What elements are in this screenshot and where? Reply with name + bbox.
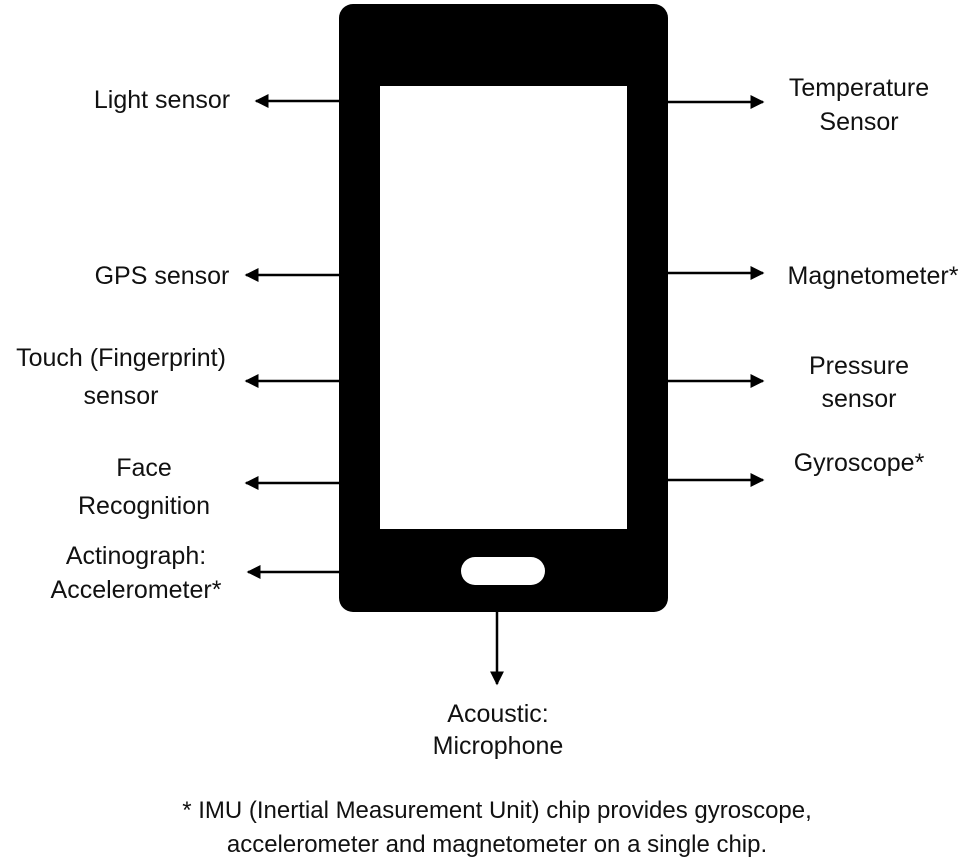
label-touch-sensor-line2: sensor [83,382,158,410]
right-arrows [668,95,765,487]
phone [339,4,668,612]
label-microphone-line2: Microphone [433,732,564,760]
label-accelerometer-line2: Accelerometer* [51,576,222,604]
footnote-line2: accelerometer and magnetometer on a sing… [227,831,767,858]
left-arrows [244,94,339,579]
phone-screen [380,86,627,529]
footnote-line1: * IMU (Inertial Measurement Unit) chip p… [182,797,812,824]
label-gyroscope: Gyroscope* [794,449,925,477]
label-accelerometer-line1: Actinograph: [66,542,206,570]
label-microphone-line1: Acoustic: [447,700,548,728]
label-face-recognition-line2: Recognition [78,492,210,520]
label-magnetometer: Magnetometer* [788,262,959,290]
label-face-recognition-line1: Face [116,454,172,482]
label-temperature-sensor-line2: Sensor [819,108,898,136]
label-light-sensor: Light sensor [94,86,230,114]
label-touch-sensor-line1: Touch (Fingerprint) [16,344,226,372]
label-pressure-sensor-line2: sensor [821,385,896,413]
label-pressure-sensor-line1: Pressure [809,352,909,380]
home-button-icon [461,557,545,585]
label-gps-sensor: GPS sensor [95,262,230,290]
label-temperature-sensor-line1: Temperature [789,74,929,102]
